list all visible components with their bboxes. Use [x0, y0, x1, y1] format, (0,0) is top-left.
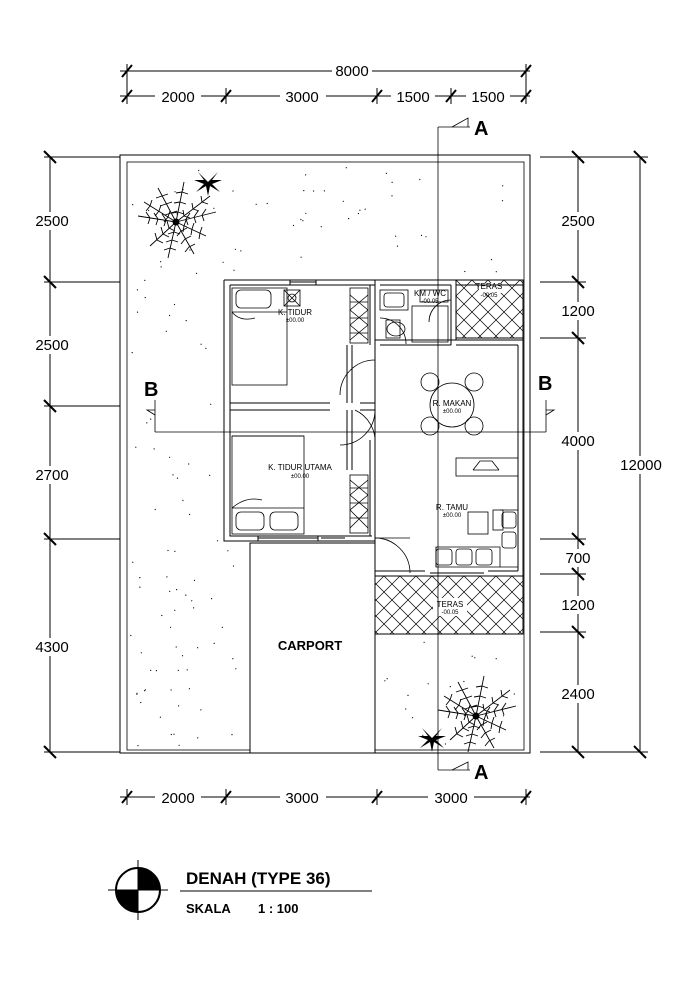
scale-value: 1 : 100	[258, 901, 298, 916]
room-level-r-makan: ±00.00	[443, 409, 462, 415]
room-level-k-tidur: ±00.00	[286, 318, 305, 324]
drawing-title: DENAH (TYPE 36)	[186, 869, 331, 888]
dim-right-3: 4000	[561, 433, 594, 450]
dim-right-5: 1200	[561, 597, 594, 614]
dim-bottom-1: 2000	[161, 790, 194, 807]
room-label-teras-bottom: TERAS	[437, 600, 464, 609]
dim-top-1: 2000	[161, 89, 194, 106]
room-label-k-tidur-utama: K. TIDUR UTAMA	[268, 463, 332, 472]
room-level-teras-bottom: -00.05	[441, 610, 459, 616]
palm-tree-large-top	[137, 181, 217, 259]
dim-top-4: 1500	[471, 89, 504, 106]
section-marker-a-bottom: A	[474, 762, 488, 784]
room-level-k-tidur-utama: ±00.00	[291, 474, 310, 480]
room-label-km-wc: KM / WC	[414, 289, 446, 298]
room-label-r-makan: R. MAKAN	[433, 399, 472, 408]
section-line-b	[145, 400, 556, 433]
sofa-set	[435, 509, 519, 568]
tv-cabinet	[455, 457, 519, 477]
windows	[257, 280, 484, 574]
double-bed	[231, 435, 305, 535]
section-line-a	[437, 117, 470, 771]
north-arrow-symbol	[108, 860, 168, 920]
wardrobe-bedroom	[349, 287, 369, 344]
palm-tree-small-top	[194, 172, 222, 196]
dim-top-3: 1500	[396, 89, 429, 106]
dim-right-4: 700	[565, 550, 590, 567]
section-marker-a-top: A	[474, 118, 488, 140]
room-level-teras-top: -00.05	[480, 293, 498, 299]
right-dimension-lines	[540, 150, 648, 759]
doors	[339, 299, 452, 574]
dim-left-3: 2700	[35, 467, 68, 484]
scale-label: SKALA	[186, 901, 231, 916]
dim-right-6: 2400	[561, 686, 594, 703]
room-label-carport: CARPORT	[278, 638, 342, 653]
palm-tree-small-bottom	[418, 728, 446, 752]
dim-right-1: 2500	[561, 213, 594, 230]
dim-top-total: 8000	[335, 63, 368, 80]
wardrobe-master-bedroom	[349, 474, 369, 534]
palm-tree-large-bottom	[437, 675, 517, 753]
dim-left-4: 4300	[35, 639, 68, 656]
dim-right-2: 1200	[561, 303, 594, 320]
dim-left-1: 2500	[35, 213, 68, 230]
ground-texture	[130, 167, 515, 747]
dim-bottom-3: 3000	[434, 790, 467, 807]
building-walls	[223, 279, 524, 577]
dim-right-total: 12000	[620, 457, 662, 474]
room-label-teras-top: TERAS	[476, 282, 503, 291]
dim-left-2: 2500	[35, 337, 68, 354]
room-level-km-wc: -00.05	[421, 299, 439, 305]
room-label-r-tamu: R. TAMU	[436, 503, 468, 512]
wc-fixtures	[379, 289, 449, 343]
dining-set	[420, 372, 484, 436]
dim-bottom-2: 3000	[285, 790, 318, 807]
dim-top-2: 3000	[285, 89, 318, 106]
carport-area	[249, 542, 376, 754]
section-marker-b-right: B	[538, 373, 552, 395]
left-dimension-lines	[43, 150, 120, 759]
room-label-k-tidur: K. TIDUR	[278, 308, 312, 317]
room-level-r-tamu: ±00.00	[443, 513, 462, 519]
section-marker-b-left: B	[144, 379, 158, 401]
single-bed	[231, 287, 301, 386]
